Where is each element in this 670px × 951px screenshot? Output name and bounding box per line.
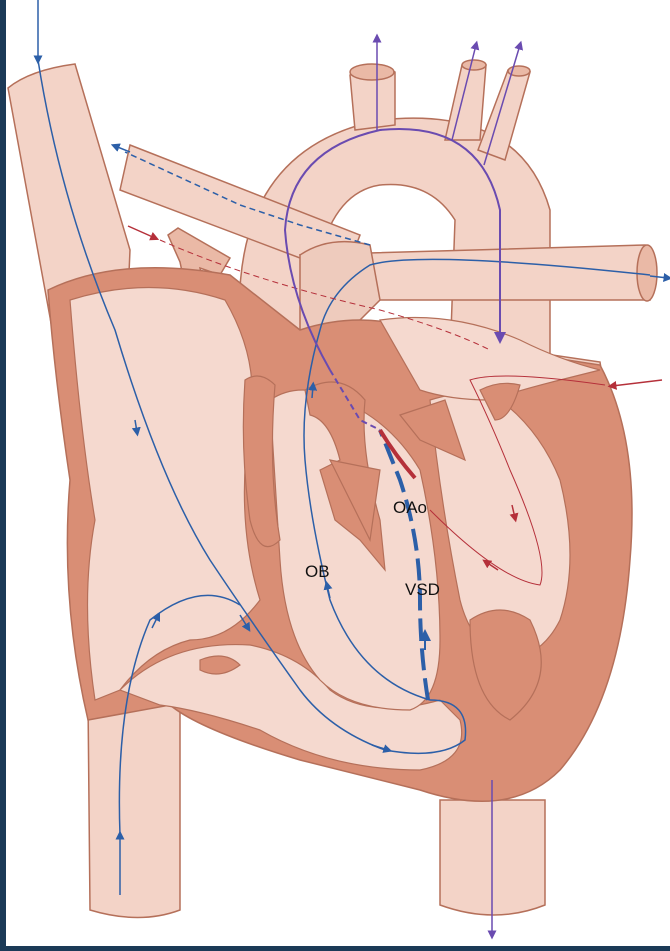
left-carotid-opening [462,60,486,70]
brachiocephalic-opening [350,64,394,80]
flow-arrow-outlet [312,386,313,398]
inferior-vena-cava [88,700,180,918]
label-ob: OB [305,562,330,581]
label-oao: OAo [393,498,427,517]
label-vsd: VSD [405,580,440,599]
pulmonary-artery-opening [637,245,657,301]
